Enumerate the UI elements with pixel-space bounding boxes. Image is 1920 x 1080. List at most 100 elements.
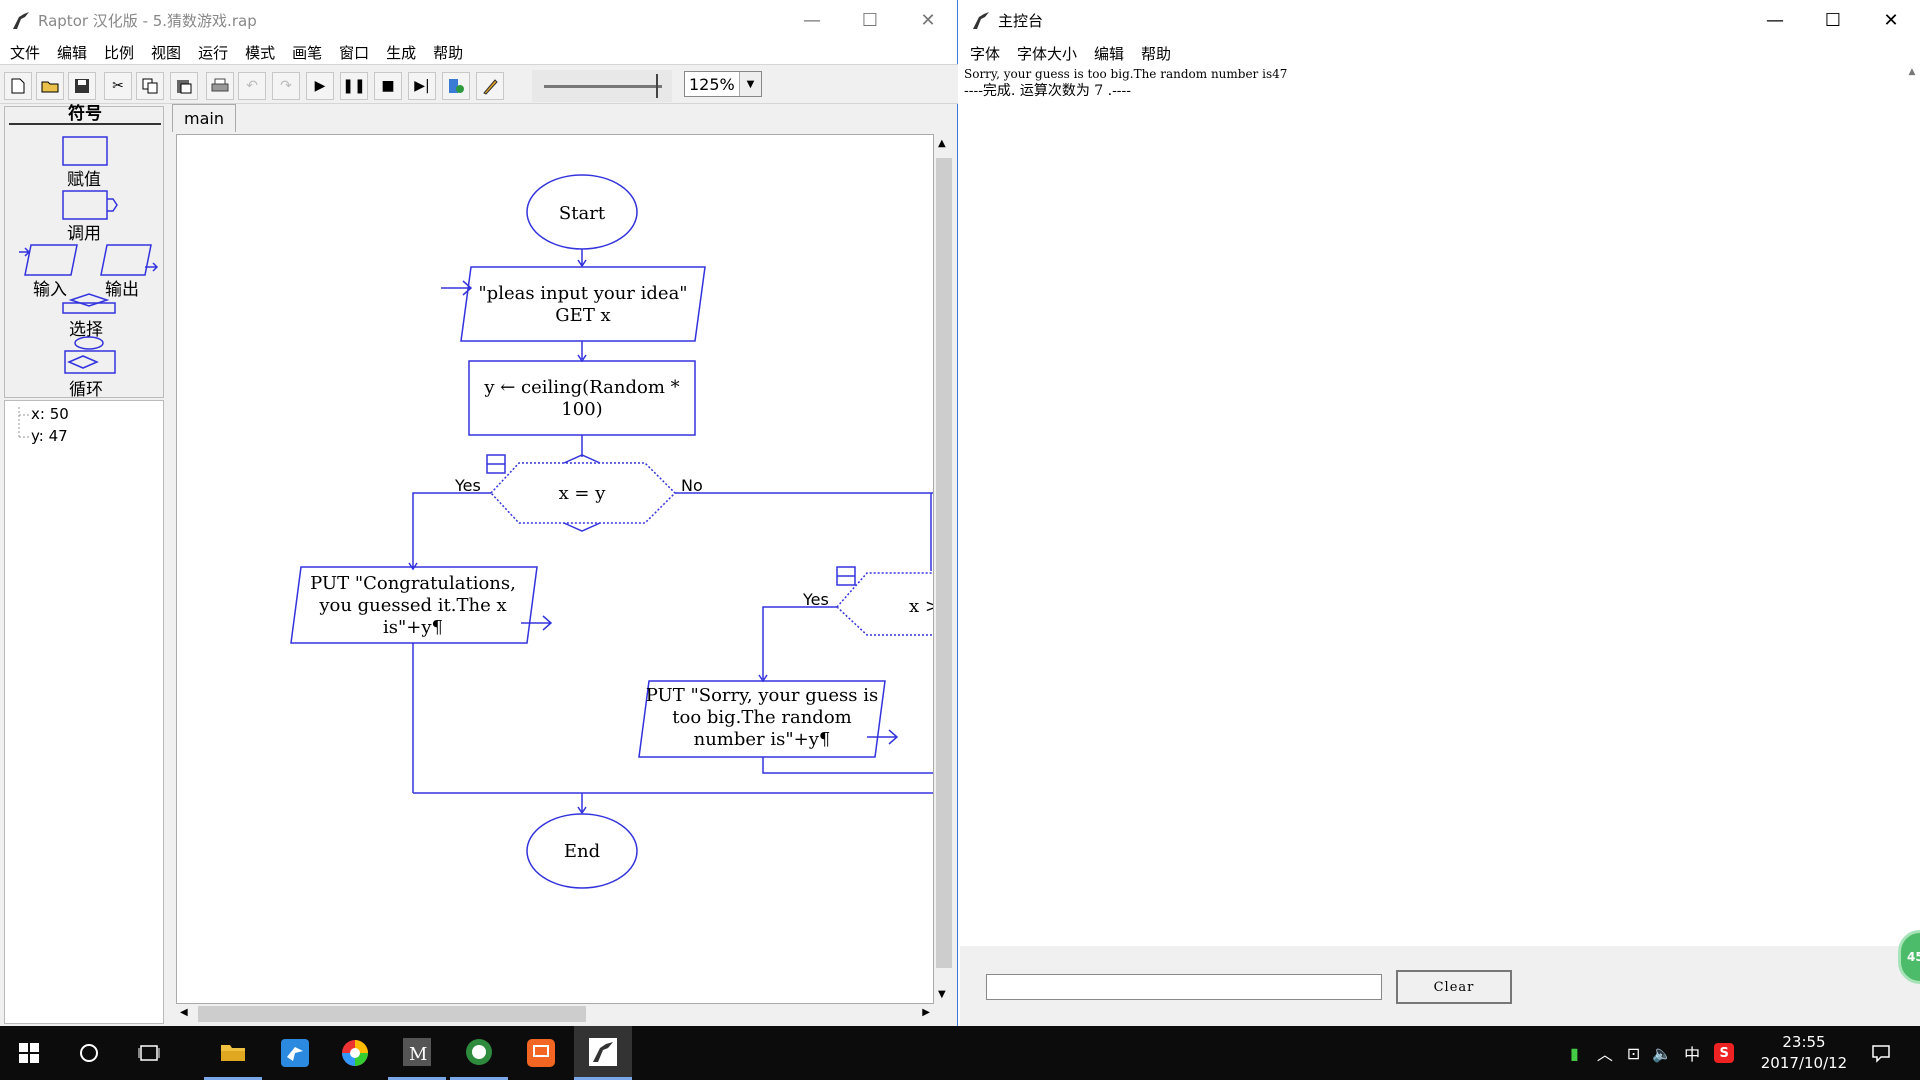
open-button[interactable]	[36, 72, 64, 100]
end-terminal[interactable]	[526, 813, 638, 889]
network-icon[interactable]: ⊡	[1626, 1043, 1641, 1063]
test-button[interactable]	[442, 72, 470, 100]
scroll-down-icon[interactable]: ▼	[938, 989, 946, 1000]
input-symbol-icon[interactable]	[19, 244, 78, 276]
raptor-window-controls: — ☐ ✕	[783, 0, 957, 40]
minimize-button[interactable]: —	[1766, 9, 1784, 31]
clock[interactable]: 23:55 2017/10/12	[1754, 1032, 1854, 1074]
tree-lines	[18, 407, 31, 438]
menu-edit[interactable]: 编辑	[57, 43, 88, 62]
scroll-up-icon[interactable]: ▲	[938, 138, 946, 149]
open-folder-icon	[41, 81, 59, 93]
run-button[interactable]: ▶	[306, 72, 334, 100]
zoom-slider-thumb[interactable]	[650, 74, 658, 98]
close-button[interactable]: ✕	[920, 9, 936, 31]
step-button[interactable]: ▶|	[408, 72, 436, 100]
output1-line3: is"+y¶	[383, 617, 443, 638]
menu-view[interactable]: 视图	[151, 43, 182, 62]
minimize-button[interactable]: —	[803, 9, 821, 31]
menu-run[interactable]: 运行	[198, 43, 229, 62]
taskbar-app-slides[interactable]	[512, 1026, 570, 1080]
stop-button[interactable]: ■	[374, 72, 402, 100]
zoom-select[interactable]: 125% ▼	[684, 71, 762, 97]
call-symbol-icon[interactable]	[62, 190, 118, 220]
flowchart-canvas[interactable]: Start "pleas input your idea" GET x y ← …	[176, 134, 940, 1004]
output-symbol-congrats[interactable]	[290, 566, 538, 644]
redo-button[interactable]: ↷	[272, 72, 300, 100]
menu-help[interactable]: 帮助	[1141, 44, 1172, 63]
copy-button[interactable]	[136, 72, 164, 100]
assignment-symbol[interactable]	[468, 360, 696, 436]
maximize-button[interactable]: ☐	[1824, 9, 1842, 31]
paste-button[interactable]	[170, 72, 198, 100]
scroll-up-icon[interactable]: ▲	[1908, 67, 1916, 77]
menu-font-size[interactable]: 字体大小	[1017, 44, 1078, 63]
output2-line2: too big.The random	[672, 707, 851, 728]
save-button[interactable]	[68, 72, 96, 100]
pen-icon	[483, 79, 498, 95]
chevron-up-icon[interactable]: ︿	[1596, 1045, 1613, 1064]
palette-label-output: 输出	[105, 280, 139, 300]
scroll-left-icon[interactable]: ◀	[180, 1007, 188, 1018]
canvas-vertical-scrollbar[interactable]: ▲ ▼	[934, 134, 954, 1004]
output-symbol-sorry[interactable]	[638, 680, 886, 758]
menu-generate[interactable]: 生成	[386, 43, 417, 62]
decision-x-greater[interactable]	[836, 572, 933, 636]
palette-symbols	[19, 136, 159, 374]
taskbar-app-green[interactable]	[450, 1026, 508, 1080]
file-explorer-button[interactable]	[204, 1026, 262, 1080]
loop-symbol-icon[interactable]	[64, 336, 116, 374]
close-button[interactable]: ✕	[1883, 9, 1899, 31]
console-command-input[interactable]	[986, 974, 1382, 1000]
output-symbol-icon[interactable]	[100, 244, 159, 276]
taskbar-app-bird[interactable]	[266, 1026, 324, 1080]
vertical-scroll-thumb[interactable]	[936, 158, 952, 968]
printer-icon	[211, 78, 229, 92]
chevron-down-icon[interactable]: ▼	[739, 72, 761, 96]
volume-icon[interactable]: 🔈	[1652, 1043, 1673, 1063]
new-button[interactable]	[4, 72, 32, 100]
search-button[interactable]	[60, 1026, 118, 1080]
task-view-button[interactable]	[120, 1026, 178, 1080]
canvas-horizontal-scrollbar[interactable]: ◀ ▶	[176, 1004, 934, 1024]
print-button[interactable]	[206, 72, 234, 100]
taskbar-app-colorwheel[interactable]	[326, 1026, 384, 1080]
raptor-titlebar[interactable]: Raptor 汉化版 - 5.猜数游戏.rap	[0, 0, 957, 40]
pause-button[interactable]: ❚❚	[340, 72, 368, 100]
zoom-slider[interactable]	[532, 70, 672, 102]
menu-window[interactable]: 窗口	[339, 43, 370, 62]
ime-indicator[interactable]: 中	[1684, 1045, 1701, 1064]
console-titlebar[interactable]: 主控台	[960, 0, 1920, 40]
tab-main[interactable]: main	[172, 104, 236, 132]
selection-symbol-icon[interactable]	[62, 293, 116, 314]
menu-scale[interactable]: 比例	[104, 43, 135, 62]
menu-help[interactable]: 帮助	[433, 43, 464, 62]
start-button[interactable]	[0, 1026, 58, 1080]
clear-button[interactable]: Clear	[1396, 970, 1512, 1004]
variable-x[interactable]: x: 50	[31, 405, 69, 423]
battery-icon[interactable]: ▮	[1570, 1043, 1579, 1063]
menu-mode[interactable]: 模式	[245, 43, 276, 62]
menu-pen[interactable]: 画笔	[292, 43, 323, 62]
menu-font[interactable]: 字体	[970, 44, 1001, 63]
assignment-symbol-icon[interactable]	[62, 136, 108, 166]
taskbar-app-m[interactable]: M	[388, 1026, 446, 1080]
console-scrollbar[interactable]: ▲	[1904, 64, 1920, 946]
maximize-button[interactable]: ☐	[861, 9, 879, 31]
menu-edit[interactable]: 编辑	[1094, 44, 1125, 63]
sogou-ime-icon[interactable]: S	[1714, 1043, 1735, 1063]
console-output[interactable]: Sorry, your guess is too big.The random …	[960, 64, 1920, 946]
taskbar-app-raptor[interactable]	[574, 1026, 632, 1080]
assign-text-line2: 100)	[561, 399, 602, 420]
cut-button[interactable]: ✂	[104, 72, 132, 100]
menu-file[interactable]: 文件	[10, 43, 41, 62]
step-icon: ▶|	[414, 78, 430, 94]
variable-y[interactable]: y: 47	[31, 427, 68, 445]
no-label-1: No	[681, 476, 703, 495]
pen-button[interactable]	[476, 72, 504, 100]
scroll-right-icon[interactable]: ▶	[922, 1007, 930, 1018]
horizontal-scroll-thumb[interactable]	[198, 1006, 586, 1022]
input-symbol[interactable]	[460, 266, 706, 342]
notifications-button[interactable]	[1852, 1026, 1910, 1080]
undo-button[interactable]: ↶	[238, 72, 266, 100]
